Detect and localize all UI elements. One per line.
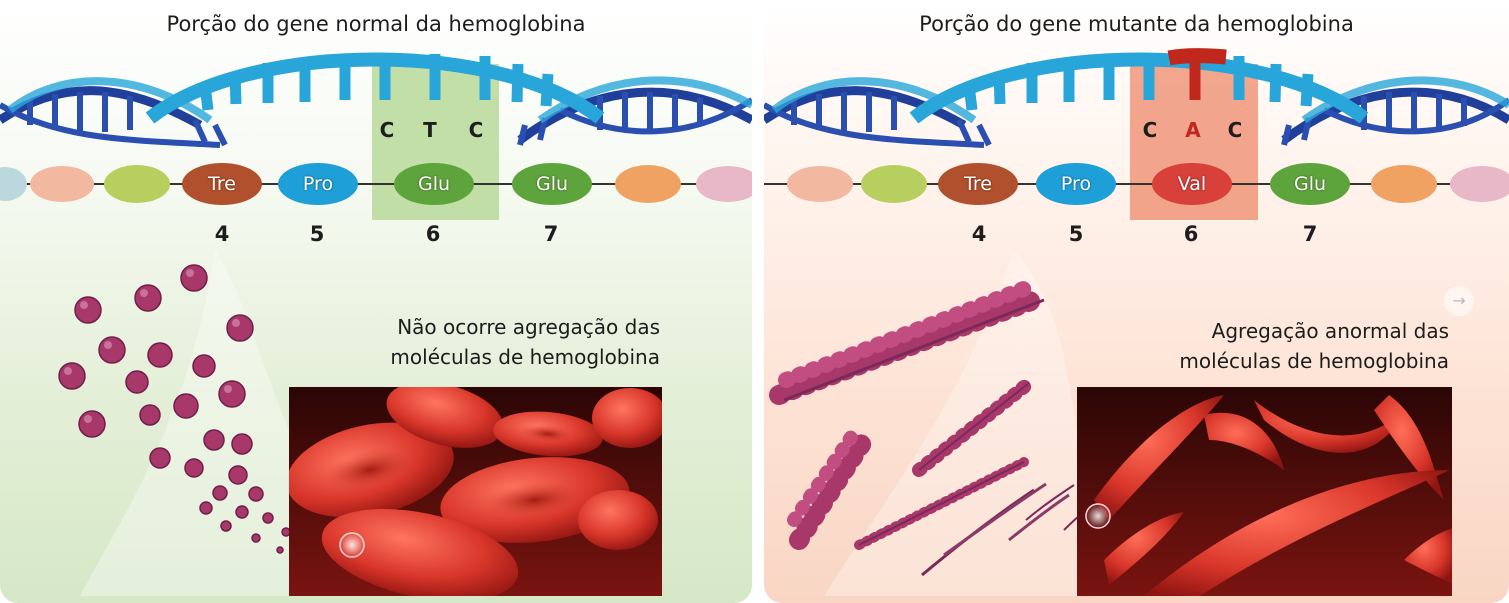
base-letter: C — [379, 118, 395, 142]
amino-acid-bead — [861, 165, 927, 203]
position-number: 6 — [425, 222, 441, 246]
mutant-caption: Agregação anormal das moléculas de hemog… — [1179, 316, 1449, 376]
normal-caption: Não ocorre agregação das moléculas de he… — [390, 312, 660, 372]
amino-acid-label-glu: Glu — [535, 173, 569, 195]
normal-red-blood-cells — [289, 387, 662, 596]
zoom-point — [1085, 503, 1111, 529]
zoom-point — [339, 532, 365, 558]
amino-acid-bead-glu — [394, 163, 474, 205]
amino-acid-label-tre: Tre — [964, 173, 992, 195]
position-number: 5 — [309, 222, 325, 246]
amino-acid-bead-glu — [512, 163, 592, 205]
normal-gene-illustration — [0, 52, 752, 596]
amino-acid-bead-tre — [938, 163, 1018, 205]
normal-gene-title: Porção do gene normal da hemoglobina — [166, 12, 586, 36]
dna-strand-dark — [1281, 87, 1509, 144]
hemoglobin-highlights — [64, 269, 240, 423]
position-number: 5 — [1068, 222, 1084, 246]
dna-rungs-blue — [199, 54, 554, 111]
amino-acid-label-pro: Pro — [302, 173, 334, 195]
dna-strand-dark — [1322, 97, 1509, 135]
amino-acid-bead-glu — [1270, 163, 1350, 205]
hemoglobin-fibers — [769, 277, 1087, 577]
amino-acid-bead — [787, 166, 853, 202]
amino-acid-bead — [104, 165, 170, 203]
mutant-caption-line2: moléculas de hemoglobina — [1179, 349, 1449, 373]
dna-strand-dark — [764, 102, 985, 148]
mutant-caption-line1: Agregação anormal das — [1211, 319, 1449, 343]
mutant-gene-title: Porção do gene mutante da hemoglobina — [919, 12, 1354, 36]
base-letter: C — [468, 118, 484, 142]
dna-strand-blue — [771, 77, 977, 124]
amino-acid-bead — [696, 166, 752, 202]
dna-strand-blue — [1301, 76, 1509, 124]
normal-caption-line2: moléculas de hemoglobina — [390, 345, 660, 369]
base-letter: C — [1142, 118, 1158, 142]
amino-acid-label-pro: Pro — [1060, 173, 1092, 195]
dna-strand-dark — [0, 102, 221, 148]
dna-rungs-blue — [963, 54, 1314, 111]
position-number: 7 — [543, 222, 559, 246]
mutated-base-letter: A — [1185, 118, 1201, 142]
position-number: 6 — [1183, 222, 1199, 246]
base-letter: C — [1227, 118, 1243, 142]
dna-strand-dark — [558, 97, 752, 135]
amino-acid-bead — [30, 166, 94, 202]
zoom-funnel — [80, 250, 352, 596]
amino-acid-bead — [0, 167, 27, 201]
normal-gene-panel: Porção do gene normal da hemoglobina C T… — [0, 0, 752, 603]
zoom-funnel — [824, 250, 1098, 596]
amino-acid-label-glu: Glu — [1293, 173, 1327, 195]
arrow-right-icon[interactable]: → — [1444, 286, 1474, 316]
sickle-red-blood-cells — [1094, 395, 1452, 596]
amino-acid-label-val: Val — [1177, 173, 1207, 195]
dna-strand-blue — [537, 76, 752, 124]
position-number: 4 — [971, 222, 987, 246]
mutant-gene-panel: Porção do gene mutante da hemoglobina C … — [764, 0, 1509, 603]
position-number: 4 — [214, 222, 230, 246]
amino-acid-bead-tre — [182, 163, 262, 205]
amino-acid-label-tre: Tre — [208, 173, 236, 195]
mutant-gene-illustration — [764, 48, 1509, 596]
amino-acid-bead-pro — [1036, 163, 1116, 205]
amino-acid-label-glu: Glu — [417, 173, 451, 195]
dna-strand-dark — [517, 87, 752, 144]
dna-strand-blue — [7, 77, 213, 124]
amino-acid-bead — [615, 165, 681, 203]
position-number: 7 — [1302, 222, 1318, 246]
amino-acid-bead-val — [1152, 163, 1232, 205]
amino-acid-bead-pro — [278, 163, 358, 205]
base-letter: T — [423, 118, 437, 142]
normal-caption-line1: Não ocorre agregação das — [397, 315, 660, 339]
amino-acid-bead — [1371, 165, 1437, 203]
dna-strand-blue — [909, 52, 1369, 124]
amino-acid-bead — [1450, 166, 1509, 202]
